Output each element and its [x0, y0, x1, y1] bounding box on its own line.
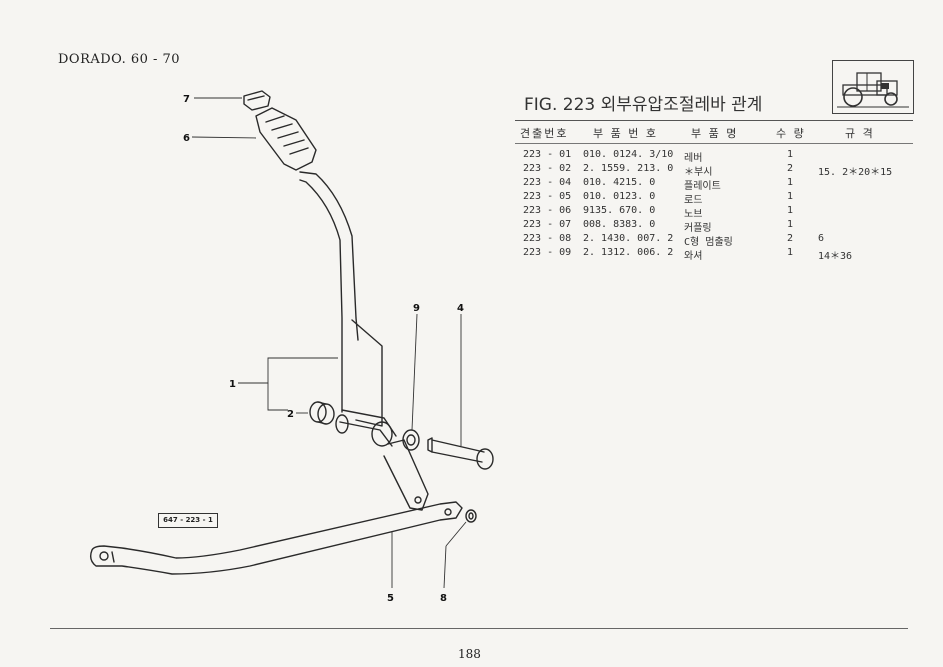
rod-part: [89, 501, 463, 575]
pin-part: [427, 437, 494, 470]
callout-5: 5: [387, 593, 394, 604]
tractor-badge: [832, 60, 914, 114]
callout-9: 9: [413, 303, 420, 314]
footer-rule: [50, 628, 908, 629]
table-header-rule: [515, 143, 913, 144]
header-spec: 규 격: [845, 127, 875, 140]
header-item-no: 견출번호: [520, 127, 569, 140]
header-qty: 수 량: [776, 127, 806, 140]
lever-part: [299, 171, 429, 511]
callout-7: 7: [183, 94, 190, 105]
c-ring-part: [465, 509, 477, 523]
tractor-icon: [837, 72, 909, 108]
callout-1: 1: [229, 379, 236, 390]
model-title: DORADO. 60 - 70: [58, 52, 181, 67]
drawing-reference-code: 647 - 223 - 1: [158, 513, 218, 528]
bushing-part: [309, 401, 335, 425]
header-part-no: 부 품 번 호: [593, 127, 658, 140]
coupling-part: [243, 90, 271, 111]
callout-6: 6: [183, 133, 190, 144]
figure-title: FIG. 223 외부유압조절레바 관계: [524, 95, 763, 115]
washer-part: [402, 429, 420, 451]
header-part-name: 부 품 명: [691, 127, 739, 140]
callout-8: 8: [440, 593, 447, 604]
page-number: 188: [458, 647, 481, 661]
table-top-rule: [515, 120, 913, 121]
callout-2: 2: [287, 409, 294, 420]
parts-table-body: 223 - 01 010. 0124. 3/10 레버 1 223 - 02 2…: [523, 149, 893, 262]
knob-part: [255, 107, 317, 171]
callout-4: 4: [457, 303, 464, 314]
